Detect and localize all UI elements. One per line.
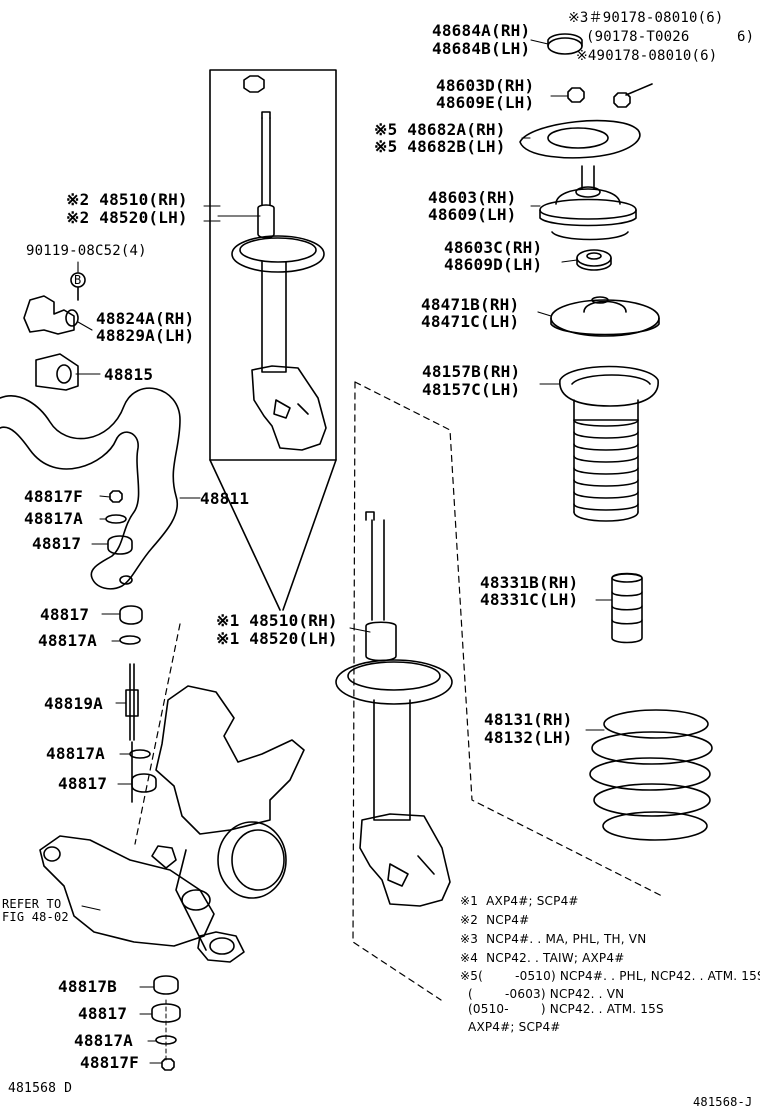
- label-48603[interactable]: 48603(RH): [428, 188, 517, 207]
- label-48331b[interactable]: 48331B(RH): [480, 573, 579, 592]
- label-48520-ncp[interactable]: ※2 48520(LH): [66, 208, 188, 227]
- label-48684b[interactable]: 48684B(LH): [432, 39, 531, 58]
- label-48510-axp[interactable]: ※1 48510(RH): [216, 611, 338, 630]
- label-48471c[interactable]: 48471C(LH): [421, 312, 520, 331]
- label-48817b[interactable]: 48817B: [58, 977, 117, 996]
- label-refer-to: REFER TO: [2, 897, 62, 911]
- label-48817f-lower[interactable]: 48817F: [80, 1053, 139, 1072]
- diagram-code-right: 481568-J: [693, 1095, 753, 1109]
- label-b-marker: B: [74, 273, 82, 287]
- label-48331c[interactable]: 48331C(LH): [480, 590, 579, 609]
- knuckle-drawing: [155, 685, 305, 951]
- label-48817-upper[interactable]: 48817: [32, 534, 82, 553]
- label-48815[interactable]: 48815: [104, 365, 154, 384]
- footnote-5b: ( -0603) NCP42. . VN: [460, 987, 625, 1001]
- label-fig-48-02[interactable]: FIG 48-02: [2, 910, 69, 924]
- label-48817a-lower[interactable]: 48817A: [74, 1031, 133, 1050]
- label-48131[interactable]: 48131(RH): [484, 710, 573, 729]
- strut-inset-box: [209, 69, 337, 611]
- label-48520-axp[interactable]: ※1 48520(LH): [216, 629, 338, 648]
- label-48603c[interactable]: 48603C(RH): [444, 238, 543, 257]
- diagram-code-left: 481568 D: [8, 1081, 73, 1096]
- footnote-2: ※2 NCP4#: [460, 913, 530, 927]
- footnote-3: ※3 NCP4#. . MA, PHL, TH, VN: [460, 932, 647, 946]
- label-48819a[interactable]: 48819A: [44, 694, 103, 713]
- lower-hardware: [151, 975, 181, 1071]
- label-48603d[interactable]: 48603D(RH): [436, 76, 535, 95]
- lower-arm-drawing: [39, 835, 245, 963]
- label-48811[interactable]: 48811: [200, 489, 250, 508]
- strut-small-drawing: [231, 75, 327, 451]
- upper-mount-parts: [519, 33, 713, 841]
- stabilizer-bar-drawing: [0, 272, 181, 590]
- footnote-1: ※1 AXP4#; SCP4#: [460, 894, 579, 908]
- footnote-5d: AXP4#; SCP4#: [460, 1020, 561, 1034]
- stabilizer-link-hardware: [105, 490, 157, 803]
- leader-lines: [75, 39, 613, 1064]
- label-48132[interactable]: 48132(LH): [484, 728, 573, 747]
- label-48157b[interactable]: 48157B(RH): [422, 362, 521, 381]
- dashed-guides: [134, 381, 663, 1001]
- label-48684a[interactable]: 48684A(RH): [432, 21, 531, 40]
- label-90178-t0026[interactable]: (90178-T0026: [586, 29, 690, 45]
- label-90178-08010-b[interactable]: ※490178-08010(6): [576, 48, 718, 64]
- label-48471b[interactable]: 48471B(RH): [421, 295, 520, 314]
- label-48157c[interactable]: 48157C(LH): [422, 380, 521, 399]
- label-90178-t0026-qty: 6): [737, 29, 755, 45]
- label-48682a[interactable]: ※5 48682A(RH): [374, 120, 506, 139]
- label-48609e[interactable]: 48609E(LH): [436, 93, 535, 112]
- footnote-4: ※4 NCP42. . TAIW; AXP4#: [460, 951, 625, 965]
- label-48510-ncp[interactable]: ※2 48510(RH): [66, 190, 188, 209]
- label-48817a-upper[interactable]: 48817A: [24, 509, 83, 528]
- label-48682b[interactable]: ※5 48682B(LH): [374, 137, 506, 156]
- label-48817-lower[interactable]: 48817: [78, 1004, 128, 1023]
- label-48817-mid[interactable]: 48817: [40, 605, 90, 624]
- label-48817-link[interactable]: 48817: [58, 774, 108, 793]
- label-48824a[interactable]: 48824A(RH): [96, 309, 195, 328]
- label-48817f-upper[interactable]: 48817F: [24, 487, 83, 506]
- label-48609[interactable]: 48609(LH): [428, 205, 517, 224]
- label-90119-08c52[interactable]: 90119-08C52(4): [26, 243, 147, 259]
- strut-large-drawing: [335, 511, 453, 907]
- footnote-5c: (0510- ) NCP42. . ATM. 15S: [460, 1002, 664, 1016]
- label-48829a[interactable]: 48829A(LH): [96, 326, 195, 345]
- footnote-5a: ※5( -0510) NCP4#. . PHL, NCP42. . ATM. 1…: [460, 969, 760, 983]
- label-90178-08010-a[interactable]: ※3＃90178-08010(6): [568, 10, 724, 26]
- label-48609d[interactable]: 48609D(LH): [444, 255, 543, 274]
- label-48817a-link[interactable]: 48817A: [46, 744, 105, 763]
- label-48817a-mid[interactable]: 48817A: [38, 631, 97, 650]
